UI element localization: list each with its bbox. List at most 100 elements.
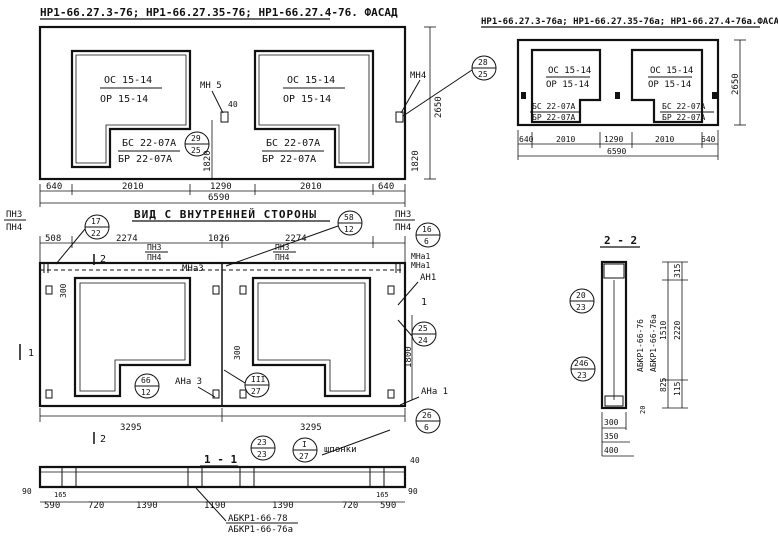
dim-1800: 1800 [404, 346, 414, 368]
facade-small-panel [516, 38, 720, 127]
dim-1390-r: 1390 [272, 501, 294, 511]
sec1-left: 1 [28, 348, 34, 359]
callout-top: 26 [422, 411, 432, 420]
dim-165-r: 165 [376, 491, 389, 499]
mark-abkr-76a: АБКР1-66-76а [228, 525, 293, 535]
callout-top: 25 [418, 324, 428, 333]
mark-ana1: АНа 1 [421, 387, 448, 397]
callout-bottom: 25 [191, 146, 201, 155]
callout-66-12: 66 12 [134, 373, 160, 399]
callout-bottom: 12 [141, 388, 151, 397]
dim-3295-r: 3295 [300, 423, 322, 433]
small-bs-left: БС 22-07А [532, 102, 576, 111]
callout-bottom: 27 [299, 452, 309, 461]
dim-165-l: 165 [54, 491, 67, 499]
dim-640-l: 640 [46, 182, 62, 192]
mark-pn4-c1: ПН4 [147, 253, 162, 262]
callout-top: 16 [422, 225, 432, 234]
facade-small-title: НР1-66.27.3-76а; НР1-66.27.35-76а; НР1-6… [481, 17, 778, 27]
sec1-right: 1 [421, 297, 427, 308]
callout-bottom: 23 [576, 303, 586, 312]
br-label-right: БР 22-07А [262, 154, 316, 165]
dim-115: 115 [673, 381, 682, 396]
dim-2650-small: 2650 [731, 73, 741, 95]
callout-bottom: 12 [344, 225, 354, 234]
dim-825: 825 [659, 377, 668, 392]
section-22-profile [600, 260, 628, 410]
mark-pn3-c2: ПН3 [275, 243, 290, 252]
mark-shponki: шпонки [324, 445, 357, 455]
section-22-title: 2 - 2 [604, 234, 637, 247]
callout-bottom: 27 [251, 387, 261, 396]
callout-top: III [251, 375, 266, 384]
small-op-left: ОР 15-14 [546, 80, 589, 90]
small-dim-1290: 1290 [604, 135, 623, 144]
sec2-top: 2 [100, 254, 106, 265]
mark-pn4-l: ПН4 [6, 223, 22, 233]
dim-640-r: 640 [378, 182, 394, 192]
callout-top: 246 [574, 359, 589, 368]
op-label-left: ОР 15-14 [100, 94, 148, 105]
dim-508: 508 [45, 234, 61, 244]
callout-bottom: 6 [424, 423, 429, 432]
inner-view-title: ВИД С ВНУТРЕННЕЙ СТОРОНЫ [134, 208, 317, 221]
mark-pn3-c1: ПН3 [147, 243, 162, 252]
sec2-bottom: 2 [100, 434, 106, 445]
dim-1820-right: 1820 [411, 150, 421, 172]
op-label-right: ОР 15-14 [283, 94, 331, 105]
callout-25-24: 25 24 [397, 319, 437, 347]
dim-2010-l: 2010 [122, 182, 144, 192]
dim-2274-l: 2274 [116, 234, 138, 244]
dim-40-sec: 40 [410, 456, 420, 465]
mark-pn3-l: ПН3 [6, 210, 22, 220]
dim-300-l: 300 [59, 283, 68, 298]
dim-1510: 1510 [659, 321, 668, 340]
callout-top: 29 [191, 134, 201, 143]
callout-58-12: 58 12 [225, 210, 363, 267]
mark-an1: АН1 [420, 273, 436, 283]
dim-2010-r: 2010 [300, 182, 322, 192]
mark-mna1-a: МНа1 [411, 252, 430, 261]
callout-29-25: 29 25 [184, 131, 210, 157]
small-dim-6590: 6590 [607, 147, 626, 156]
small-bs-right: БС 22-07А [662, 102, 706, 111]
small-br-right: БР 22-07А [662, 113, 706, 122]
dim-1390-l: 1390 [136, 501, 158, 511]
mark-abkr-side1: АБКР1-66-76 [636, 319, 645, 372]
dim-6590-main: 6590 [208, 193, 230, 203]
oc-label-left: ОС 15-14 [104, 75, 152, 86]
small-dim-640-r: 640 [701, 135, 716, 144]
section-11-profile [38, 465, 407, 489]
dim-3295-l: 3295 [120, 423, 142, 433]
callout-28-25: 28 25 [402, 55, 497, 117]
dim-400: 400 [604, 446, 619, 455]
callout-23-23: 23 23 [250, 435, 276, 461]
callout-16-6: 16 6 [415, 222, 441, 248]
callout-top: 66 [141, 376, 151, 385]
dim-1026: 1026 [208, 234, 230, 244]
dim-40: 40 [228, 100, 238, 109]
dim-300-c: 300 [233, 345, 242, 360]
small-oc-left: ОС 15-14 [548, 66, 591, 76]
callout-20-23: 20 23 [569, 288, 595, 314]
dim-1190: 1190 [204, 501, 226, 511]
mark-abkr-side2: АБКР1-66-76а [649, 314, 658, 372]
small-op-right: ОР 15-14 [648, 80, 691, 90]
bs-label-right: БС 22-07А [266, 138, 320, 149]
dim-350: 350 [604, 432, 619, 441]
small-dim-2010-l: 2010 [556, 135, 575, 144]
small-dim-2010-r: 2010 [655, 135, 674, 144]
callout-top: 58 [344, 213, 354, 222]
oc-label-right: ОС 15-14 [287, 75, 335, 86]
section-11-title: 1 - 1 [204, 453, 237, 466]
dim-2650-main: 2650 [434, 96, 444, 118]
callout-bottom: 23 [257, 450, 267, 459]
callout-bottom: 22 [91, 229, 101, 238]
br-label-left: БР 22-07А [118, 154, 172, 165]
dim-90-r: 90 [408, 487, 418, 496]
dim-300-sec: 300 [604, 418, 619, 427]
inner-view-panel [38, 261, 407, 408]
dim-90-l: 90 [22, 487, 32, 496]
dim-2220: 2220 [673, 321, 682, 340]
